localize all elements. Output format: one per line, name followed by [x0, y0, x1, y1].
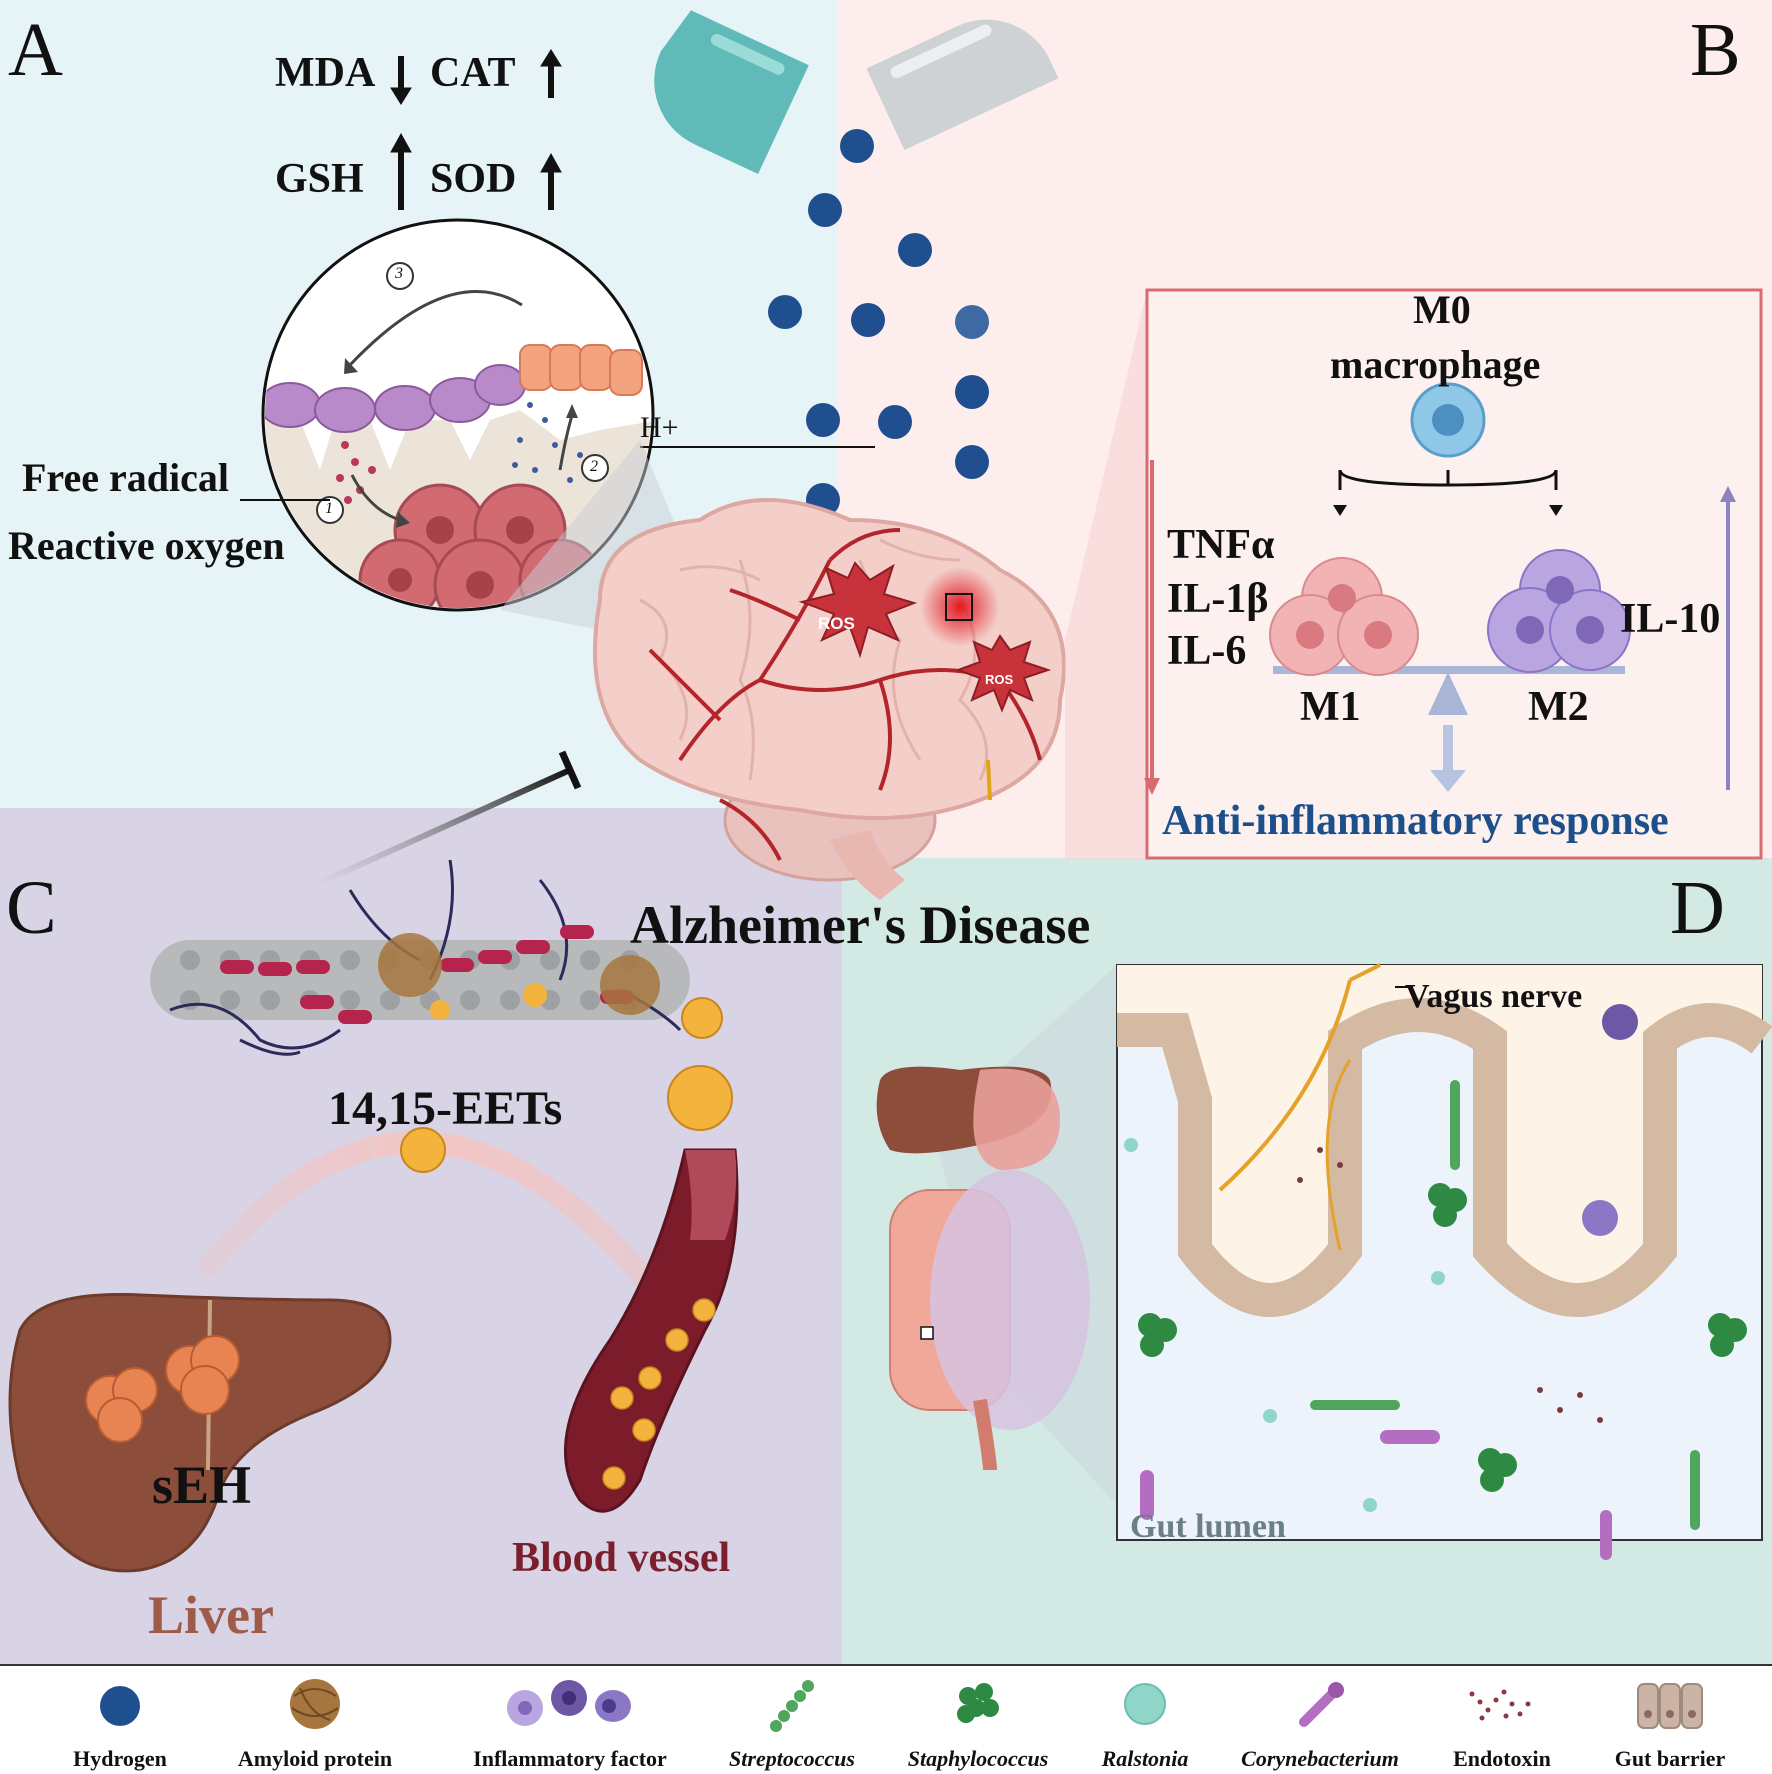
brain-illustration — [593, 498, 1066, 900]
legend-label: Amyloid protein — [237, 1746, 393, 1771]
step-1-label: 1 — [325, 500, 333, 517]
panel-letter-b: B — [1690, 8, 1741, 92]
staphylococcus-icon — [957, 1683, 999, 1723]
anti-inflammatory-response-label: Anti-inflammatory response — [1162, 798, 1669, 844]
legend-item: Staphylococcus — [888, 1666, 1068, 1774]
eets-label: 14,15-EETs — [328, 1082, 563, 1135]
eets-transport — [199, 1065, 733, 1296]
inflammatory-factor-icon — [507, 1680, 631, 1726]
il-1b-label: IL-1β — [1167, 576, 1269, 622]
legend-item: Ralstonia — [1080, 1666, 1210, 1774]
m0-label: M0 — [1413, 287, 1471, 332]
gut-lumen-label: Gut lumen — [1130, 1508, 1286, 1545]
cat-label: CAT — [430, 50, 516, 96]
ros-label-1: ROS — [818, 614, 855, 633]
free-radical-label: Free radical — [22, 455, 229, 500]
digestive-organs-illustration — [876, 965, 1117, 1505]
m1-label: M1 — [1300, 684, 1361, 730]
reactive-oxygen-label: Reactive oxygen — [8, 523, 285, 568]
legend-label: Inflammatory factor — [473, 1746, 667, 1771]
hydrogen-icon — [100, 1686, 140, 1726]
step-2-label: 2 — [590, 458, 598, 475]
microtubule-with-amyloid — [150, 859, 723, 1056]
vagus-nerve-label: Vagus nerve — [1405, 978, 1583, 1015]
mda-label: MDA — [275, 50, 376, 96]
legend-item: Streptococcus — [712, 1666, 872, 1774]
corynebacterium-icon — [1299, 1682, 1344, 1727]
legend-label: Endotoxin — [1453, 1746, 1551, 1771]
streptococcus-icon — [770, 1680, 814, 1732]
marker-arrows — [390, 49, 562, 210]
macrophage-polarization-frame — [1065, 288, 1763, 860]
tnf-alpha-label: TNFα — [1167, 522, 1275, 568]
macrophage-label: macrophage — [1330, 342, 1541, 387]
legend-label: Hydrogen — [73, 1746, 167, 1771]
il-10-label: IL-10 — [1620, 596, 1721, 642]
seh-label: sEH — [152, 1455, 252, 1515]
blood-vessel-label: Blood vessel — [512, 1535, 731, 1581]
hydrogen-ion-label: H+ — [640, 411, 679, 444]
ros-burst-1 — [798, 561, 918, 659]
legend-item: Inflammatory factor — [440, 1666, 700, 1774]
liver-illustration — [8, 1292, 392, 1573]
magnified-tissue-view — [240, 218, 875, 612]
legend-label: Gut barrier — [1614, 1746, 1726, 1771]
legend-item: Corynebacterium — [1220, 1666, 1420, 1774]
alzheimers-disease-title: Alzheimer's Disease — [630, 895, 1091, 955]
panel-letter-d: D — [1670, 866, 1725, 950]
gut-barrier-icon — [1637, 1683, 1703, 1729]
panel-letter-a: A — [8, 8, 63, 92]
liver-label: Liver — [148, 1585, 274, 1645]
hydrogen-molecules — [768, 129, 989, 517]
inhibition-arrow — [313, 750, 582, 888]
gsh-label: GSH — [275, 156, 364, 202]
legend-label: Staphylococcus — [907, 1746, 1049, 1771]
blood-vessel-illustration — [563, 1148, 739, 1513]
legend: Hydrogen Amyloid protein Inflammatory fa… — [0, 1664, 1772, 1774]
diagram-artwork — [8, 10, 1772, 1573]
ralstonia-icon — [1124, 1683, 1166, 1725]
legend-label: Corynebacterium — [1241, 1746, 1399, 1771]
legend-label: Streptococcus — [729, 1746, 855, 1771]
step-3-label: 3 — [395, 265, 403, 282]
intestinal-epithelium-frame — [1116, 963, 1772, 1560]
legend-item: Endotoxin — [1432, 1666, 1572, 1774]
ros-burst-2 — [955, 634, 1052, 713]
ros-label-2: ROS — [985, 672, 1014, 687]
m2-label: M2 — [1528, 684, 1589, 730]
legend-item: Amyloid protein — [205, 1666, 425, 1774]
panel-letter-c: C — [6, 866, 57, 950]
endotoxin-icon — [1469, 1689, 1531, 1721]
legend-label: Ralstonia — [1101, 1746, 1189, 1771]
legend-item: Gut barrier — [1590, 1666, 1750, 1774]
sod-label: SOD — [430, 156, 517, 202]
amyloid-icon — [290, 1679, 340, 1729]
legend-item: Hydrogen — [55, 1666, 185, 1774]
capsule-icon — [654, 10, 1059, 174]
il-6-label: IL-6 — [1167, 628, 1247, 674]
